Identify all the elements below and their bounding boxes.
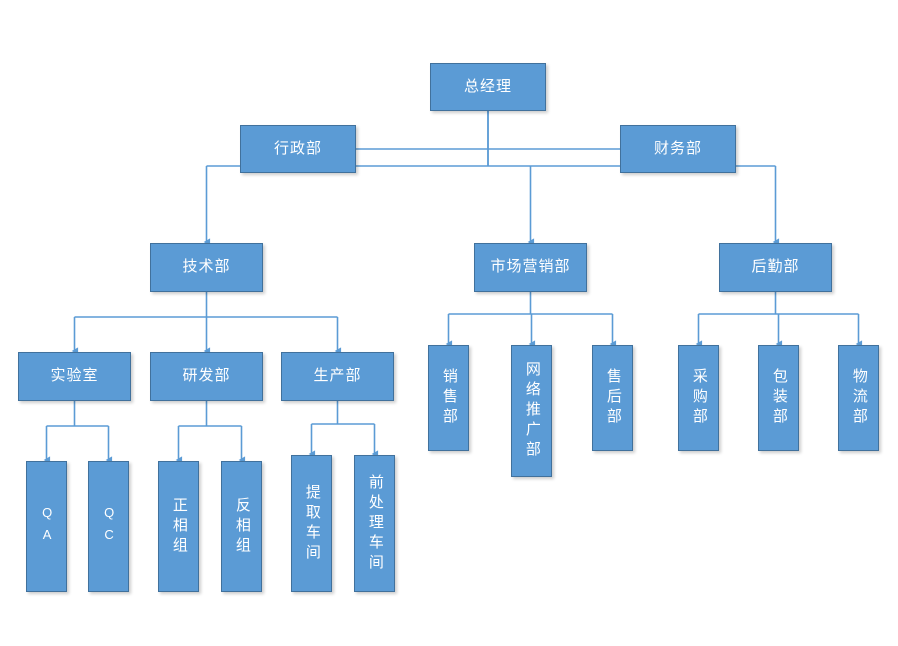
org-node-aftersale[interactable]: 售后部 xyxy=(592,345,633,451)
org-node-label: 前处理车间 xyxy=(366,473,384,574)
org-node-label: 正相组 xyxy=(170,496,188,557)
org-node-marketing[interactable]: 市场营销部 xyxy=(474,243,587,292)
org-node-label: 市场营销部 xyxy=(490,258,571,276)
org-node-label: 生产部 xyxy=(313,367,362,385)
org-node-label: 网络推广部 xyxy=(523,361,541,461)
org-node-label: 技术部 xyxy=(182,258,231,276)
org-node-revphase[interactable]: 反相组 xyxy=(221,461,262,592)
org-node-tech[interactable]: 技术部 xyxy=(150,243,263,292)
org-node-label: 总经理 xyxy=(463,77,512,95)
org-node-extract[interactable]: 提取车间 xyxy=(291,455,332,592)
org-node-label: 反相组 xyxy=(233,496,251,557)
org-node-purchase[interactable]: 采购部 xyxy=(678,345,719,451)
org-node-sales[interactable]: 销售部 xyxy=(428,345,469,451)
org-node-label: QA xyxy=(39,504,55,549)
org-node-pretreat[interactable]: 前处理车间 xyxy=(354,455,395,592)
org-node-label: QC xyxy=(101,504,117,549)
org-node-label: 物流部 xyxy=(850,368,868,428)
org-node-qc[interactable]: QC xyxy=(88,461,129,592)
org-node-label: 采购部 xyxy=(690,368,708,428)
org-node-rnd[interactable]: 研发部 xyxy=(150,352,263,401)
org-node-lab[interactable]: 实验室 xyxy=(18,352,131,401)
org-node-logistics[interactable]: 物流部 xyxy=(838,345,879,451)
org-node-finance[interactable]: 财务部 xyxy=(620,125,736,173)
org-node-qa[interactable]: QA xyxy=(26,461,67,592)
org-node-normphase[interactable]: 正相组 xyxy=(158,461,199,592)
org-node-label: 售后部 xyxy=(604,368,622,428)
org-node-label: 行政部 xyxy=(273,139,322,157)
org-node-label: 销售部 xyxy=(440,368,458,428)
org-node-prod[interactable]: 生产部 xyxy=(281,352,394,401)
org-node-label: 研发部 xyxy=(182,367,231,385)
org-node-label: 提取车间 xyxy=(303,483,321,564)
org-node-admin[interactable]: 行政部 xyxy=(240,125,356,173)
org-node-webpromo[interactable]: 网络推广部 xyxy=(511,345,552,477)
org-node-label: 实验室 xyxy=(50,367,99,385)
org-node-label: 包装部 xyxy=(770,368,788,428)
org-node-packaging[interactable]: 包装部 xyxy=(758,345,799,451)
org-node-label: 财务部 xyxy=(653,139,702,157)
org-node-gm[interactable]: 总经理 xyxy=(430,63,546,111)
org-node-support[interactable]: 后勤部 xyxy=(719,243,832,292)
org-node-label: 后勤部 xyxy=(751,258,800,276)
